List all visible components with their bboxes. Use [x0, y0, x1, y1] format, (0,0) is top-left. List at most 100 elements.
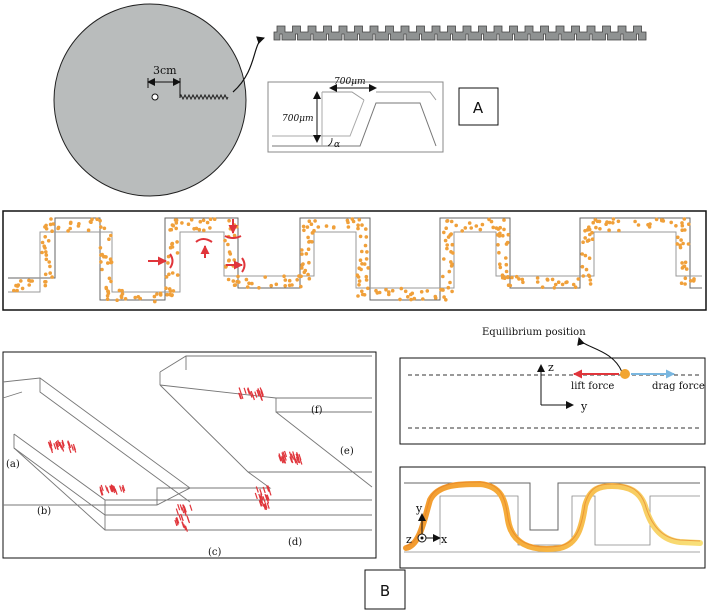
particle-streak	[289, 456, 293, 463]
particle	[445, 219, 449, 223]
particle-streak	[255, 486, 259, 493]
panel-a-label: A	[473, 99, 484, 117]
particle	[460, 229, 465, 233]
particle-streak	[106, 487, 110, 494]
particle-streak	[266, 502, 270, 509]
particle	[283, 284, 288, 288]
trajectory-axis-z: z	[406, 533, 412, 546]
particle	[535, 276, 540, 280]
particle	[611, 217, 616, 221]
particle	[12, 288, 16, 293]
particle-streak	[61, 439, 65, 447]
particle	[109, 233, 113, 238]
particle	[469, 226, 474, 230]
particle	[274, 282, 279, 287]
particle-streak	[295, 458, 299, 465]
particle	[90, 217, 94, 222]
particle	[233, 283, 238, 287]
particle	[283, 278, 288, 282]
particle	[682, 217, 687, 221]
particle	[384, 287, 388, 292]
particle	[48, 222, 53, 227]
particle	[197, 227, 202, 232]
particle	[20, 286, 25, 291]
particle	[300, 263, 305, 267]
particle	[364, 257, 369, 261]
particle-streak	[61, 441, 65, 448]
particle	[44, 257, 49, 262]
disk-center	[151, 93, 159, 101]
panel-b-3d: (a) (b) (c) (d) (e) (f)	[2, 351, 377, 559]
particle-streak	[259, 495, 263, 502]
particle	[636, 223, 641, 227]
particle	[463, 226, 468, 230]
particle	[356, 294, 360, 298]
particle	[364, 278, 369, 282]
particle-streak	[113, 485, 117, 493]
particle	[244, 277, 249, 282]
particle	[467, 221, 472, 225]
particle	[43, 272, 48, 277]
panel-b-label: B	[380, 582, 390, 600]
region-label-b: (b)	[37, 506, 51, 517]
particle	[607, 228, 611, 232]
particle-streak	[57, 439, 61, 447]
particle	[198, 219, 203, 224]
particle	[316, 225, 321, 229]
particle	[346, 220, 350, 225]
particle-streak	[61, 445, 65, 452]
particle	[174, 218, 179, 222]
particle	[43, 235, 47, 239]
particle-streak	[99, 489, 103, 496]
inset-width-label: 700μm	[334, 77, 366, 87]
particle	[591, 220, 595, 225]
particle	[366, 286, 370, 291]
trajectory-axis-x: x	[441, 533, 448, 546]
particle	[583, 253, 588, 258]
particle	[587, 256, 592, 261]
particle	[451, 251, 455, 255]
particle	[307, 260, 311, 265]
particle	[302, 228, 306, 233]
particle	[520, 277, 525, 282]
particle	[237, 280, 241, 284]
particle	[102, 226, 107, 231]
particle	[433, 294, 438, 299]
particle	[584, 267, 589, 272]
particle	[679, 238, 683, 242]
particle	[363, 243, 368, 248]
particle	[167, 272, 171, 277]
particle	[86, 228, 91, 232]
particle	[227, 258, 231, 263]
particle	[202, 228, 206, 233]
particle-streak	[261, 500, 265, 507]
particle	[674, 224, 678, 228]
particle	[399, 286, 404, 291]
particle	[175, 240, 179, 244]
particle-streak	[281, 455, 285, 462]
particle	[307, 219, 312, 223]
particle	[14, 283, 18, 288]
particle	[502, 276, 507, 281]
particle	[324, 224, 329, 228]
particle	[680, 221, 684, 225]
particle	[300, 252, 304, 256]
particle-streak	[180, 514, 184, 522]
particle	[506, 275, 510, 280]
particle	[604, 222, 608, 226]
particle	[138, 296, 142, 301]
particle	[684, 267, 689, 271]
particle	[545, 278, 550, 282]
particle	[444, 226, 449, 230]
particle-streak	[110, 485, 114, 492]
particle-streak	[296, 452, 300, 460]
particle	[583, 236, 587, 240]
particle	[106, 289, 110, 294]
particle-streak	[282, 451, 286, 458]
particle	[263, 275, 268, 279]
region-label-c: (c)	[208, 547, 222, 558]
particle-streak	[48, 442, 52, 449]
particle-streak	[292, 451, 296, 458]
particle	[174, 221, 179, 225]
